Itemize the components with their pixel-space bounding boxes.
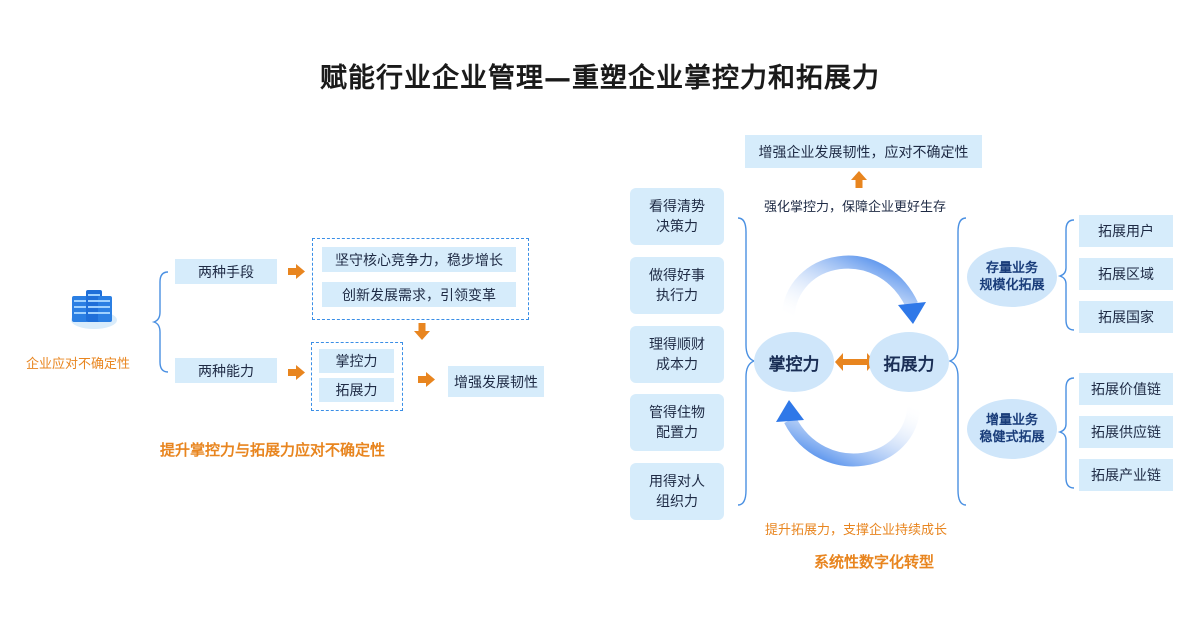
stock-item-countries: 拓展国家 <box>1079 301 1173 333</box>
incr-item-value-chain: 拓展价值链 <box>1079 373 1173 405</box>
ability-expand: 拓展力 <box>319 378 394 402</box>
cycle-arrow-bottom-head <box>776 400 804 422</box>
orange-arrow-3 <box>418 372 435 387</box>
orange-arrow-down <box>414 323 430 340</box>
means-item-1: 坚守核心竞争力，稳步增长 <box>322 247 516 272</box>
expand-circle: 拓展力 <box>869 332 949 392</box>
pill-decision-line1: 看得清势 <box>649 198 705 215</box>
left-brace <box>151 271 169 373</box>
server-stack-icon <box>71 290 117 329</box>
pill-organization: 用得对人组织力 <box>630 463 724 520</box>
pill-allocation: 管得住物配置力 <box>630 394 724 451</box>
stock-item-regions: 拓展区域 <box>1079 258 1173 290</box>
control-circle: 掌控力 <box>754 332 834 392</box>
abilities-group <box>311 342 403 411</box>
pill-execution-line1: 做得好事 <box>649 267 705 284</box>
page-title: 赋能行业企业管理—重塑企业掌控力和拓展力 <box>320 63 880 94</box>
cycle-arrow-top <box>781 255 918 319</box>
ability-control: 掌控力 <box>319 349 394 373</box>
footer-caption: 系统性数字化转型 <box>814 553 935 571</box>
pill-cost-line1: 理得顺财 <box>649 336 705 353</box>
stock-line2: 规模化拓展 <box>979 278 1045 293</box>
pill-organization-line1: 用得对人 <box>649 473 705 490</box>
cycle-arrow-top-head <box>898 302 926 324</box>
incr-item-supply-chain: 拓展供应链 <box>1079 416 1173 448</box>
incr-line1: 增量业务 <box>985 413 1038 428</box>
incr-brace <box>1057 377 1075 489</box>
stock-brace <box>1057 219 1075 331</box>
incr-line2: 稳健式拓展 <box>979 430 1045 445</box>
top-result-box: 增强企业发展韧性，应对不确定性 <box>745 135 982 168</box>
orange-arrow-1 <box>288 264 305 279</box>
pill-decision-line2: 决策力 <box>656 218 698 235</box>
stock-line1: 存量业务 <box>985 261 1038 276</box>
incr-item-industry-chain: 拓展产业链 <box>1079 459 1173 491</box>
left-center-brace <box>737 217 756 506</box>
right-center-brace <box>948 217 967 506</box>
means-label: 两种手段 <box>175 259 277 284</box>
pill-execution-line2: 执行力 <box>656 287 698 304</box>
pill-cost: 理得顺财成本力 <box>630 326 724 383</box>
means-group <box>312 238 529 320</box>
stock-business: 存量业务规模化拓展 <box>967 247 1057 307</box>
pill-execution: 做得好事执行力 <box>630 257 724 314</box>
abilities-label: 两种能力 <box>175 358 277 383</box>
bottom-caption: 提升拓展力，支撑企业持续成长 <box>765 523 948 538</box>
pill-cost-line2: 成本力 <box>656 356 698 373</box>
pill-decision: 看得清势决策力 <box>630 188 724 245</box>
pill-allocation-line1: 管得住物 <box>649 404 705 421</box>
top-caption: 强化掌控力，保障企业更好生存 <box>764 200 947 215</box>
pill-organization-line2: 组织力 <box>656 493 698 510</box>
means-item-2: 创新发展需求，引领变革 <box>322 282 516 307</box>
orange-arrow-2 <box>288 365 305 380</box>
pill-allocation-line2: 配置力 <box>656 424 698 441</box>
incremental-business: 增量业务稳健式拓展 <box>967 399 1057 459</box>
left-caption: 提升掌控力与拓展力应对不确定性 <box>160 441 386 459</box>
orange-arrow-up <box>851 171 867 188</box>
stock-item-users: 拓展用户 <box>1079 215 1173 247</box>
icon-label: 企业应对不确定性 <box>26 357 131 372</box>
cycle-arrow-bottom <box>784 403 921 467</box>
result-box: 增强发展韧性 <box>448 366 544 397</box>
